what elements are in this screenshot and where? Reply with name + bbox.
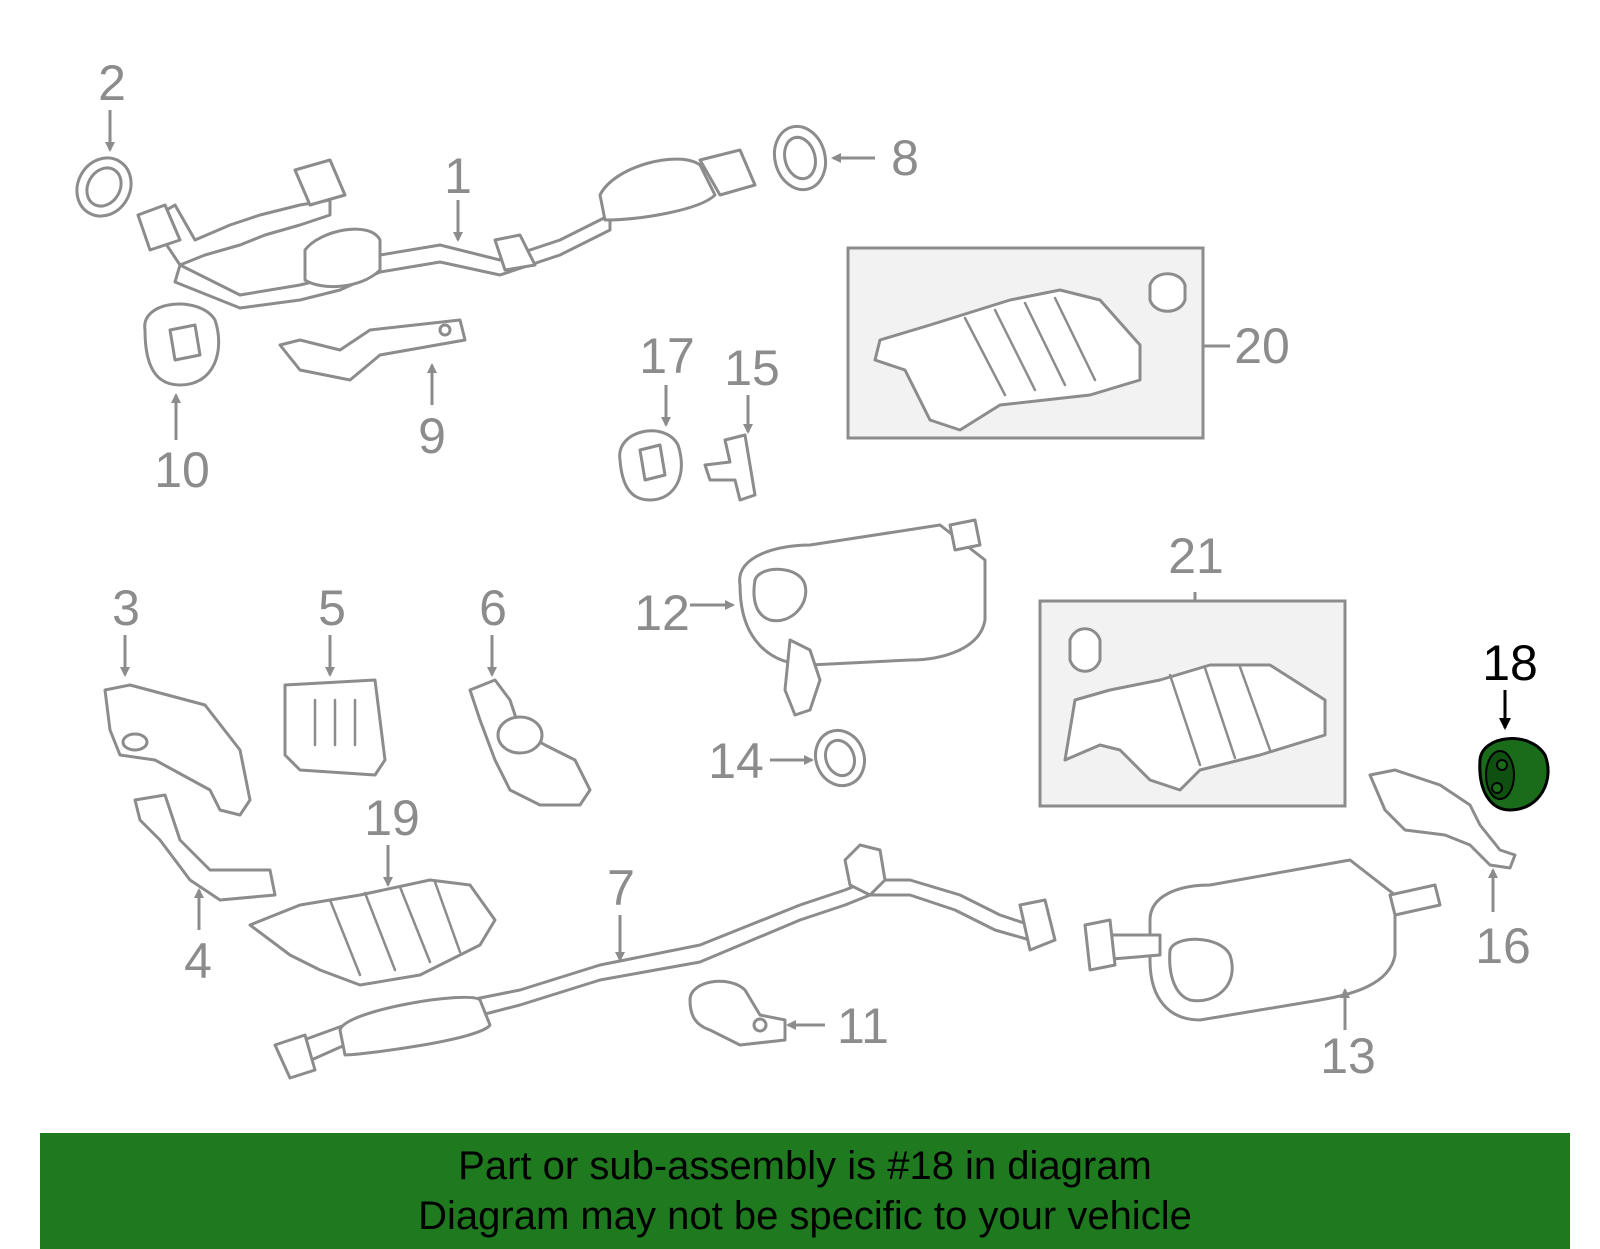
callout-5: 5: [318, 580, 346, 636]
callout-16: 16: [1475, 918, 1531, 974]
callout-6: 6: [479, 580, 507, 636]
part-10-hanger[interactable]: [143, 302, 221, 387]
callout-21: 21: [1168, 528, 1224, 584]
part-2-gasket[interactable]: [66, 148, 141, 226]
part-8-gasket[interactable]: [768, 121, 833, 196]
callout-15: 15: [724, 340, 780, 396]
callout-8: 8: [891, 130, 919, 186]
callout-9: 9: [418, 408, 446, 464]
part-21-heat-insulator-box[interactable]: [1038, 592, 1347, 808]
callout-2: 2: [98, 55, 126, 111]
part-9-bracket[interactable]: [278, 318, 467, 382]
callout-4: 4: [184, 933, 212, 989]
part-18-hanger-highlighted[interactable]: [1478, 737, 1550, 812]
callout-17: 17: [639, 328, 695, 384]
callout-13: 13: [1320, 1028, 1376, 1084]
callout-7: 7: [607, 860, 635, 916]
part-14-gasket[interactable]: [808, 723, 872, 792]
callout-labels: 2 1 8 10 9 17 15 20 12 21 18 3 5 6 14 19…: [98, 55, 1538, 1084]
callout-20: 20: [1234, 318, 1290, 374]
part-4-bracket[interactable]: [133, 793, 277, 902]
part-3-bracket[interactable]: [103, 683, 252, 817]
part-5-plate[interactable]: [283, 678, 387, 777]
banner-line-1: Part or sub-assembly is #18 in diagram: [458, 1144, 1152, 1188]
part-15-isolator[interactable]: [703, 433, 757, 502]
banner-line-2: Diagram may not be specific to your vehi…: [418, 1194, 1192, 1238]
callout-11: 11: [837, 998, 889, 1054]
part-16-bracket[interactable]: [1368, 768, 1517, 870]
part-20-heat-insulator-box[interactable]: [846, 246, 1230, 440]
callout-3: 3: [112, 580, 140, 636]
callout-1: 1: [444, 148, 472, 204]
callout-12: 12: [634, 585, 690, 641]
part-6-bracket[interactable]: [468, 678, 592, 807]
callout-14: 14: [708, 733, 764, 789]
part-7-exhaust-pipe[interactable]: [273, 843, 1057, 1080]
part-12-muffler[interactable]: [738, 518, 987, 717]
part-13-tail-muffler[interactable]: [1083, 858, 1442, 1022]
part-1-front-pipe[interactable]: [136, 148, 757, 310]
info-banner: Part or sub-assembly is #18 in diagram D…: [40, 1133, 1570, 1249]
callout-10: 10: [154, 442, 210, 498]
part-17-hanger[interactable]: [618, 429, 683, 502]
callout-19: 19: [364, 790, 420, 846]
callout-18-highlighted: 18: [1482, 635, 1538, 691]
part-11-isolator[interactable]: [688, 979, 787, 1047]
leader-lines: [105, 110, 1511, 1030]
part-19-heat-insulator[interactable]: [248, 878, 497, 987]
